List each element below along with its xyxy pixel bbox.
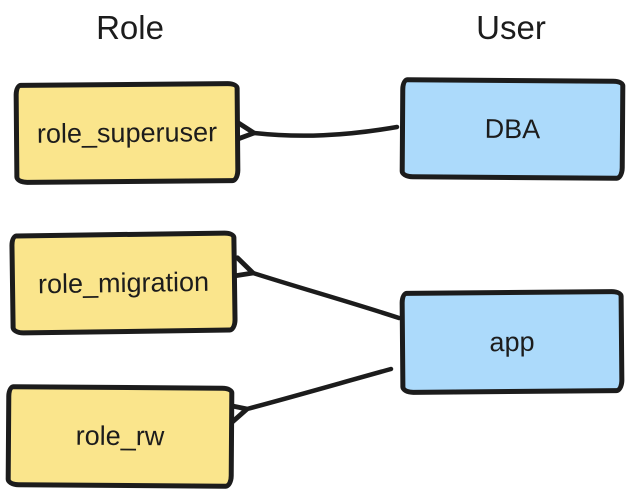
user-node-label: DBA — [484, 113, 541, 144]
role-node-role-superuser: role_superuser — [13, 81, 241, 185]
arrow-dba-to-role-superuser — [231, 118, 400, 144]
role-node-label: role_superuser — [36, 116, 218, 149]
role-node-role-rw: role_rw — [5, 384, 235, 489]
arrow-app-to-role-migration — [229, 255, 402, 321]
users-column-title: User — [476, 9, 546, 46]
user-node-label: app — [489, 326, 535, 357]
arrow-app-to-role-rw — [223, 366, 394, 426]
role-node-role-migration: role_migration — [9, 230, 238, 336]
roles-column-title: Role — [96, 9, 164, 46]
role-node-label: role_migration — [37, 266, 210, 299]
user-node-dba: DBA — [399, 77, 626, 181]
role-node-label: role_rw — [75, 420, 165, 452]
user-node-app: app — [399, 289, 625, 395]
